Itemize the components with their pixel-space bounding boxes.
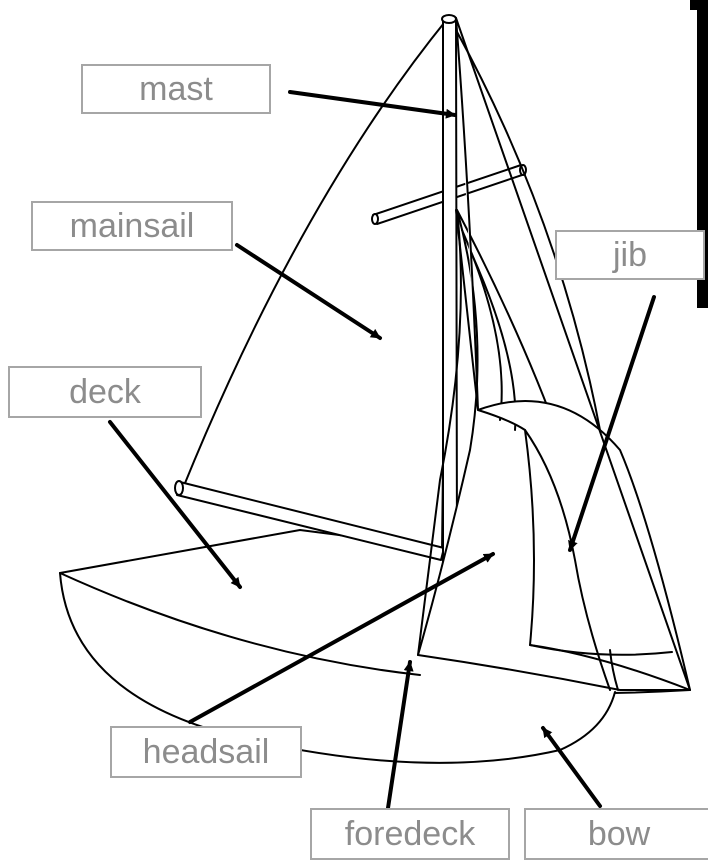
- label-deck: deck: [8, 366, 202, 418]
- boom-end: [175, 481, 183, 495]
- label-mast: mast: [81, 64, 271, 114]
- label-headsail: headsail: [110, 726, 302, 778]
- mast: [443, 18, 457, 562]
- label-foredeck: foredeck: [310, 808, 510, 860]
- mast-top: [442, 15, 456, 23]
- label-bow: bow: [524, 808, 708, 860]
- label-mainsail: mainsail: [31, 201, 233, 251]
- label-jib: jib: [555, 230, 705, 280]
